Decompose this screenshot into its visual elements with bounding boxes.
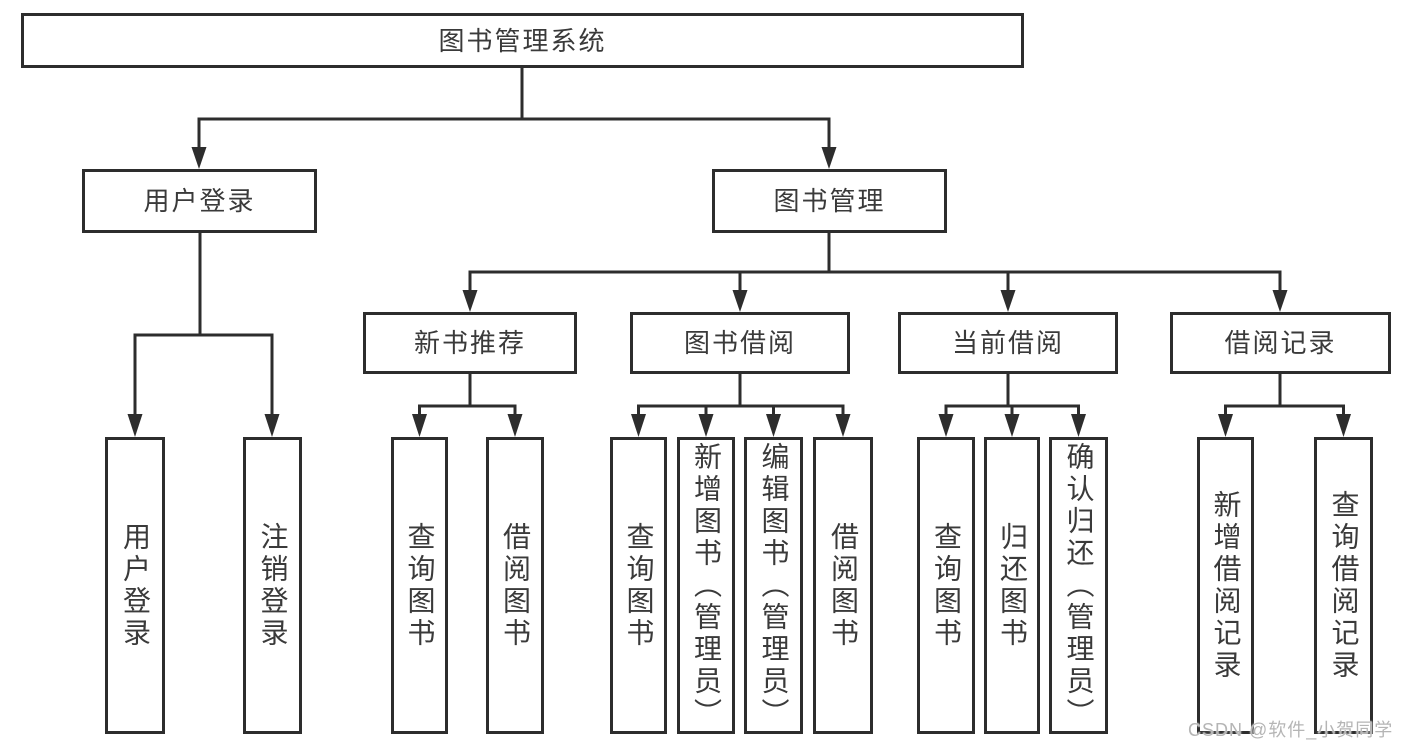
- connector-root-to-level2: [191, 66, 837, 169]
- node-label: 新书推荐: [413, 328, 526, 358]
- node-logout: 注销登录: [243, 437, 302, 734]
- node-query-borrow-record: 查询借阅记录: [1314, 437, 1373, 734]
- node-query-books-borrowing: 查询图书: [610, 437, 667, 734]
- connector-borrowing-records: [1218, 371, 1351, 437]
- node-edit-books-admin: 编辑图书（管理员）: [744, 437, 803, 734]
- node-label: 用户登录: [143, 186, 256, 216]
- connector-new-book-recommendation: [412, 371, 523, 437]
- connector-user-login-branch: [127, 230, 280, 437]
- node-label: 借阅图书: [828, 521, 859, 650]
- node-label: 查询图书: [623, 521, 655, 650]
- node-add-books-admin: 新增图书（管理员）: [677, 437, 735, 734]
- node-query-books-current: 查询图书: [917, 437, 975, 734]
- connector-book-borrowing: [631, 371, 851, 437]
- node-query-books-recommend: 查询图书: [391, 437, 448, 734]
- node-library-management-system: 图书管理系统: [21, 13, 1024, 68]
- connector-book-management-branch: [462, 230, 1288, 312]
- node-label: 注销登录: [257, 521, 289, 650]
- node-borrowing-records: 借阅记录: [1170, 312, 1391, 374]
- node-add-borrow-record: 新增借阅记录: [1197, 437, 1254, 734]
- node-label: 查询借阅记录: [1328, 489, 1360, 682]
- node-label: 图书借阅: [683, 328, 796, 358]
- node-label: 查询图书: [931, 521, 962, 650]
- node-label: 借阅记录: [1224, 328, 1337, 358]
- node-label: 新增借阅记录: [1210, 489, 1242, 682]
- node-user-login: 用户登录: [105, 437, 165, 734]
- node-book-management-branch: 图书管理: [712, 169, 947, 233]
- node-borrow-books-borrowing: 借阅图书: [813, 437, 873, 734]
- node-label: 借阅图书: [500, 521, 531, 650]
- node-borrow-books-recommend: 借阅图书: [486, 437, 544, 734]
- node-current-borrowing: 当前借阅: [898, 312, 1118, 374]
- node-label: 确认归还（管理员）: [1063, 441, 1095, 730]
- node-book-borrowing: 图书借阅: [630, 312, 850, 374]
- node-label: 图书管理系统: [438, 25, 607, 56]
- node-user-login-branch: 用户登录: [82, 169, 317, 233]
- node-label: 图书管理: [773, 186, 886, 216]
- node-label: 新增图书（管理员）: [691, 441, 722, 730]
- csdn-watermark: CSDN @软件_小贺同学: [1188, 720, 1394, 740]
- node-new-book-recommendation: 新书推荐: [363, 312, 577, 374]
- node-confirm-return-admin: 确认归还（管理员）: [1049, 437, 1108, 734]
- node-label: 当前借阅: [951, 328, 1064, 358]
- connector-current-borrowing: [938, 371, 1086, 437]
- node-label: 用户登录: [120, 521, 151, 650]
- node-label: 查询图书: [404, 521, 436, 650]
- node-return-books: 归还图书: [984, 437, 1040, 734]
- node-label: 归还图书: [997, 521, 1028, 650]
- node-label: 编辑图书（管理员）: [758, 441, 790, 730]
